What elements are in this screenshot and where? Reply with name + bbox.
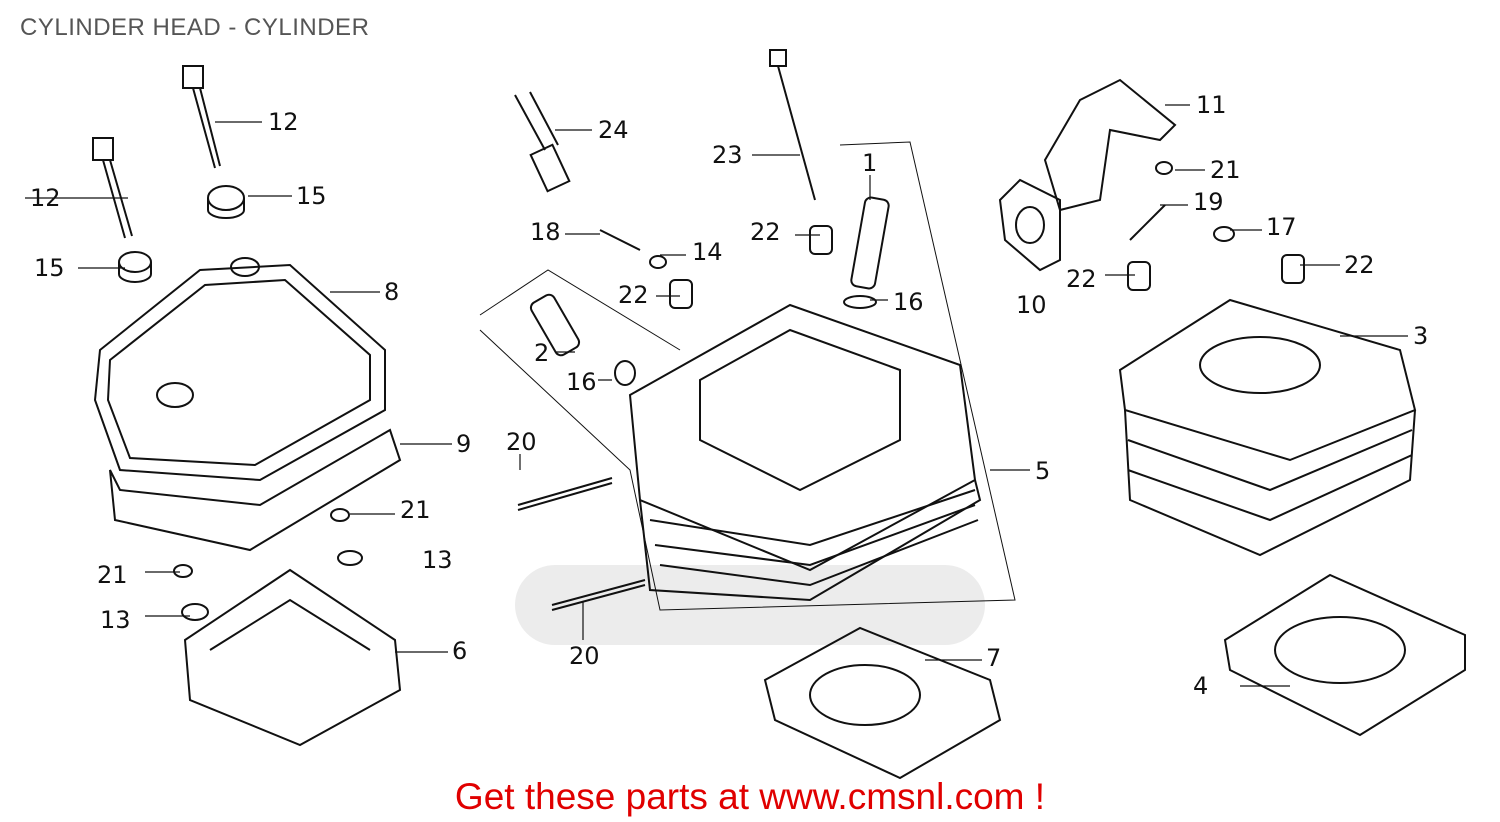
callout-6: 6 [452, 637, 468, 665]
callout-17: 17 [1266, 213, 1297, 241]
callout-12: 12 [30, 184, 61, 212]
callout-20: 20 [506, 428, 537, 456]
leader-lines [25, 104, 1408, 687]
callout-3: 3 [1413, 322, 1429, 350]
callout-2: 2 [534, 339, 550, 367]
head-cover-8 [93, 257, 386, 482]
cylinder-3 [1118, 298, 1417, 557]
cylinder-head-5 [628, 303, 982, 602]
gasket-10 [998, 178, 1061, 272]
callout-16: 16 [893, 288, 924, 316]
gasket-7 [763, 626, 1002, 780]
spark-plug-24 [514, 91, 571, 193]
stud-23 [769, 49, 816, 201]
callout-12: 12 [268, 108, 299, 136]
callout-22: 22 [750, 218, 781, 246]
cap-15-lower [118, 251, 152, 283]
callout-15: 15 [296, 182, 327, 210]
callout-24: 24 [598, 116, 629, 144]
diagram-title: CYLINDER HEAD - CYLINDER [20, 14, 370, 41]
callout-21: 21 [400, 496, 431, 524]
callout-11: 11 [1196, 91, 1227, 119]
callout-13: 13 [422, 546, 453, 574]
gasket-9 [109, 428, 402, 552]
callout-19: 19 [1193, 188, 1224, 216]
bolt-19 [1129, 204, 1166, 241]
gasket-4 [1223, 573, 1466, 737]
sub-assembly-box [479, 141, 1016, 611]
valve-guide-1 [850, 196, 890, 290]
bolt-12-upper [182, 65, 221, 169]
callout-14: 14 [692, 238, 723, 266]
studs-20 [517, 477, 646, 611]
insulator-11 [1043, 78, 1177, 212]
callout-7: 7 [986, 644, 1002, 672]
callout-18: 18 [530, 218, 561, 246]
cap-15-upper [207, 185, 245, 219]
callout-13: 13 [100, 606, 131, 634]
footer-link[interactable]: Get these parts at www.cmsnl.com ! [454, 776, 1046, 817]
callout-22: 22 [618, 281, 649, 309]
callout-16: 16 [566, 368, 597, 396]
callout-21: 21 [1210, 156, 1241, 184]
callout-4: 4 [1193, 672, 1209, 700]
washers [173, 161, 1235, 621]
bolt-18 [599, 229, 641, 251]
callout-22: 22 [1066, 265, 1097, 293]
bolt-12-lower [92, 137, 133, 239]
o-rings-16 [614, 295, 877, 386]
watermark [515, 565, 985, 645]
cam-holder-6 [183, 568, 402, 747]
callout-1: 1 [862, 149, 878, 177]
callout-20: 20 [569, 642, 600, 670]
valve-guide-2 [529, 293, 581, 357]
callout-10: 10 [1016, 291, 1047, 319]
callout-23: 23 [712, 141, 743, 169]
callout-9: 9 [456, 430, 472, 458]
callout-5: 5 [1035, 457, 1051, 485]
callout-22: 22 [1344, 251, 1375, 279]
callout-15: 15 [34, 254, 65, 282]
callout-21: 21 [97, 561, 128, 589]
callout-8: 8 [384, 278, 400, 306]
dowels-22 [669, 225, 1305, 309]
